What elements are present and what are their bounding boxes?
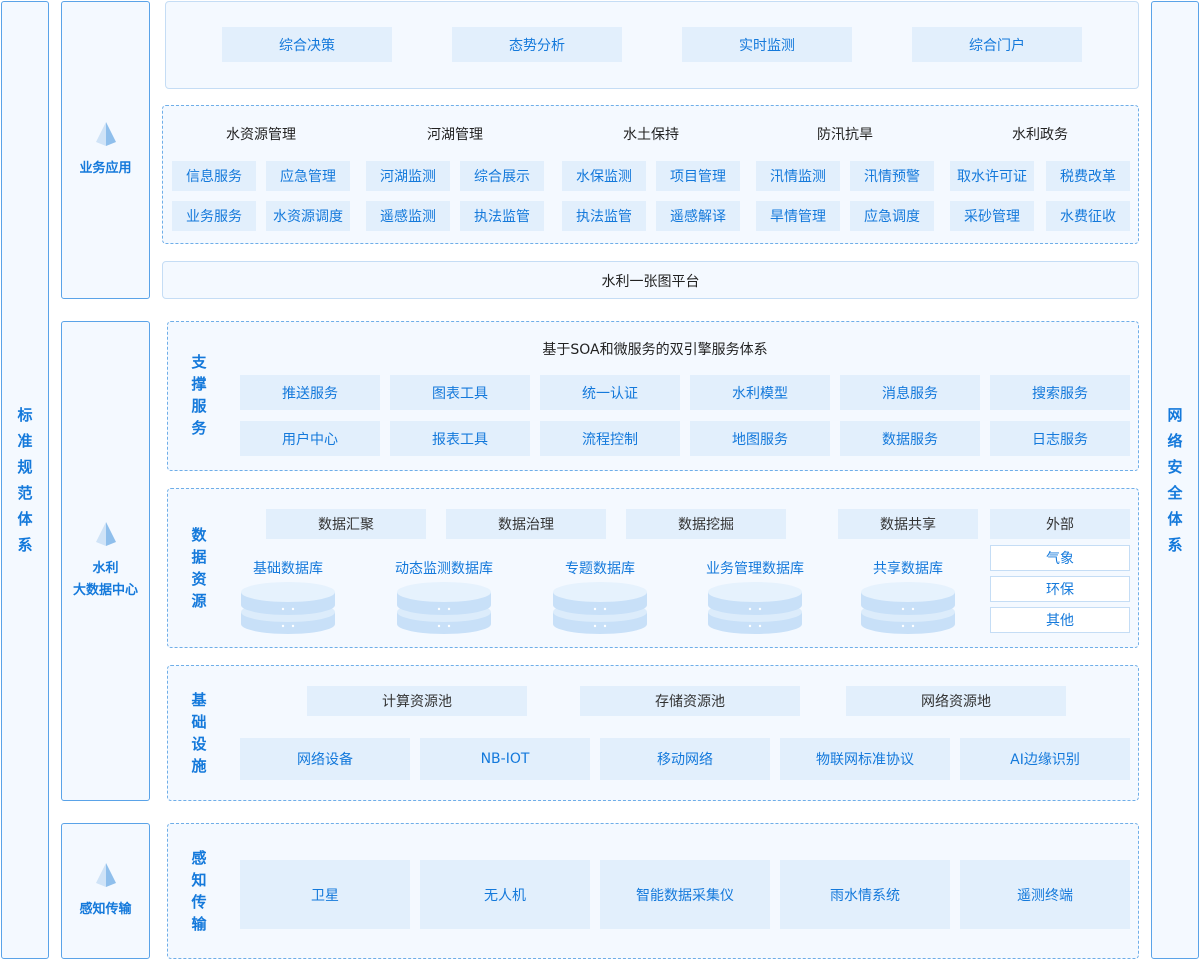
data-process-chip: 数据共享 (838, 509, 978, 539)
layer-bigdata-label: 水利 大数据中心 (72, 561, 138, 598)
resource-pool-chip: 网络资源地 (846, 686, 1066, 716)
layer-big-data-center: 水利 大数据中心 (61, 321, 150, 801)
pyramid-icon (95, 522, 116, 546)
sensing-chip: 无人机 (420, 860, 590, 929)
data-process-chip: 外部 (990, 509, 1130, 539)
database-cylinder-icon (708, 582, 802, 634)
group-item: 水保监测 (562, 161, 646, 191)
external-source-chip: 其他 (990, 607, 1130, 633)
data-process-chip: 数据治理 (446, 509, 606, 539)
group-item: 水资源调度 (266, 201, 350, 231)
group-item: 应急管理 (266, 161, 350, 191)
sensing-chip: 卫星 (240, 860, 410, 929)
standards-system-label: 标 准 规 范 体 系 (17, 406, 33, 554)
group-title: 水土保持 (623, 127, 679, 143)
database-cylinder-icon (397, 582, 491, 634)
database-label: 共享数据库 (873, 561, 943, 577)
infrastructure-title: 基 础 设 施 (191, 691, 207, 775)
infra-chip: 移动网络 (600, 738, 770, 780)
group-item: 汛情监测 (756, 161, 840, 191)
network-security-panel: 网 络 安 全 体 系 (1151, 1, 1199, 959)
group-item: 河湖监测 (366, 161, 450, 191)
external-source-chip: 气象 (990, 545, 1130, 571)
group-item: 税费改革 (1046, 161, 1130, 191)
layer-business-label: 业务应用 (79, 161, 132, 176)
external-source-chip: 环保 (990, 576, 1130, 602)
database-cylinder-icon (861, 582, 955, 634)
data-process-chip: 数据汇聚 (266, 509, 426, 539)
group-item: 汛情预警 (850, 161, 934, 191)
sensing-chip: 智能数据采集仪 (600, 860, 770, 929)
support-services-title: 支 撑 服 务 (191, 353, 207, 437)
database-label: 业务管理数据库 (706, 561, 804, 577)
top-chip-situation: 态势分析 (452, 27, 622, 62)
group-title: 水利政务 (1012, 127, 1068, 143)
group-item: 项目管理 (656, 161, 740, 191)
platform-title: 水利一张图平台 (601, 274, 700, 290)
infra-chip: 网络设备 (240, 738, 410, 780)
database-label: 动态监测数据库 (395, 561, 493, 577)
support-chip: 用户中心 (240, 421, 380, 456)
support-chip: 推送服务 (240, 375, 380, 410)
group-item: 遥感监测 (366, 201, 450, 231)
group-title: 水资源管理 (226, 127, 296, 143)
database-cylinder-icon (553, 582, 647, 634)
group-item: 信息服务 (172, 161, 256, 191)
database-label: 基础数据库 (253, 561, 323, 577)
support-header: 基于SOA和微服务的双引擎服务体系 (542, 342, 768, 358)
infra-chip: 物联网标准协议 (780, 738, 950, 780)
resource-pool-chip: 存储资源池 (580, 686, 800, 716)
top-chip-portal: 综合门户 (912, 27, 1082, 62)
layer-business-application: 业务应用 (61, 1, 150, 299)
group-item: 水费征收 (1046, 201, 1130, 231)
platform-bar (162, 261, 1139, 299)
group-item: 取水许可证 (950, 161, 1034, 191)
network-security-label: 网 络 安 全 体 系 (1167, 406, 1183, 554)
support-chip: 水利模型 (690, 375, 830, 410)
pyramid-icon (95, 863, 116, 887)
group-item: 业务服务 (172, 201, 256, 231)
data-process-chip: 数据挖掘 (626, 509, 786, 539)
support-chip: 消息服务 (840, 375, 980, 410)
pyramid-icon (95, 122, 116, 146)
support-chip: 数据服务 (840, 421, 980, 456)
group-item: 应急调度 (850, 201, 934, 231)
group-title: 防汛抗旱 (817, 127, 873, 143)
sensing-chip: 遥测终端 (960, 860, 1130, 929)
group-title: 河湖管理 (427, 127, 483, 143)
infra-chip: NB-IOT (420, 738, 590, 780)
sensing-title: 感 知 传 输 (191, 849, 207, 933)
group-item: 综合展示 (460, 161, 544, 191)
top-chip-decision: 综合决策 (222, 27, 392, 62)
support-chip: 统一认证 (540, 375, 680, 410)
support-chip: 地图服务 (690, 421, 830, 456)
layer-sensing-transmission: 感知传输 (61, 823, 150, 959)
database-cylinder-icon (241, 582, 335, 634)
support-chip: 报表工具 (390, 421, 530, 456)
group-item: 采砂管理 (950, 201, 1034, 231)
resource-pool-chip: 计算资源池 (307, 686, 527, 716)
group-item: 遥感解译 (656, 201, 740, 231)
support-chip: 图表工具 (390, 375, 530, 410)
infra-chip: AI边缘识别 (960, 738, 1130, 780)
layer-sensing-label: 感知传输 (79, 902, 132, 917)
sensing-chip: 雨水情系统 (780, 860, 950, 929)
database-label: 专题数据库 (565, 561, 635, 577)
data-resources-title: 数 据 资 源 (191, 526, 207, 610)
top-chip-monitoring: 实时监测 (682, 27, 852, 62)
group-item: 执法监管 (460, 201, 544, 231)
standards-system-panel: 标 准 规 范 体 系 (1, 1, 49, 959)
group-item: 旱情管理 (756, 201, 840, 231)
support-chip: 流程控制 (540, 421, 680, 456)
support-chip: 日志服务 (990, 421, 1130, 456)
group-item: 执法监管 (562, 201, 646, 231)
support-chip: 搜索服务 (990, 375, 1130, 410)
